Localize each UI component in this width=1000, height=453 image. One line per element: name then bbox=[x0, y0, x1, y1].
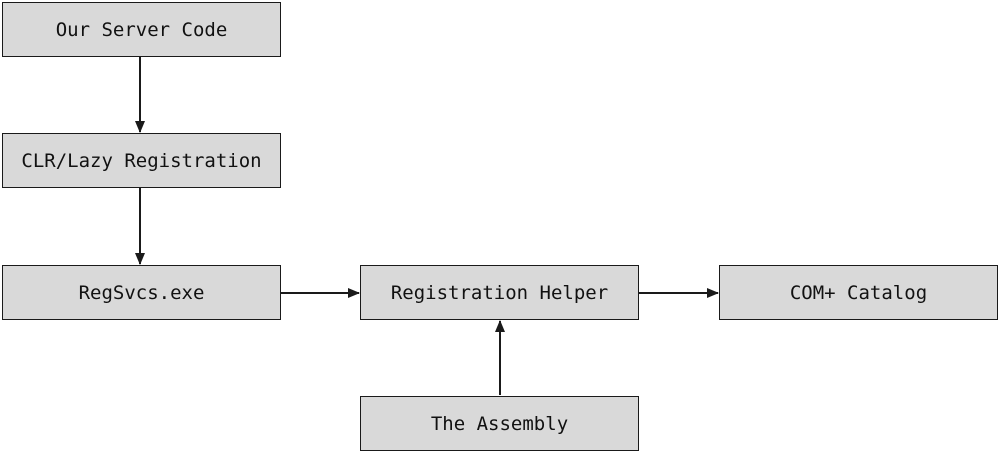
node-the-assembly: The Assembly bbox=[360, 396, 639, 451]
node-clr-lazy-registration: CLR/Lazy Registration bbox=[2, 133, 281, 188]
node-registration-helper: Registration Helper bbox=[360, 265, 639, 320]
node-our-server-code: Our Server Code bbox=[2, 2, 281, 57]
node-label: Our Server Code bbox=[55, 18, 228, 41]
node-label: Registration Helper bbox=[390, 281, 609, 304]
node-label: RegSvcs.exe bbox=[78, 281, 205, 304]
node-complus-catalog: COM+ Catalog bbox=[719, 265, 998, 320]
node-label: The Assembly bbox=[430, 412, 569, 435]
node-label: CLR/Lazy Registration bbox=[21, 149, 262, 172]
node-label: COM+ Catalog bbox=[789, 281, 928, 304]
node-regsvcs-exe: RegSvcs.exe bbox=[2, 265, 281, 320]
